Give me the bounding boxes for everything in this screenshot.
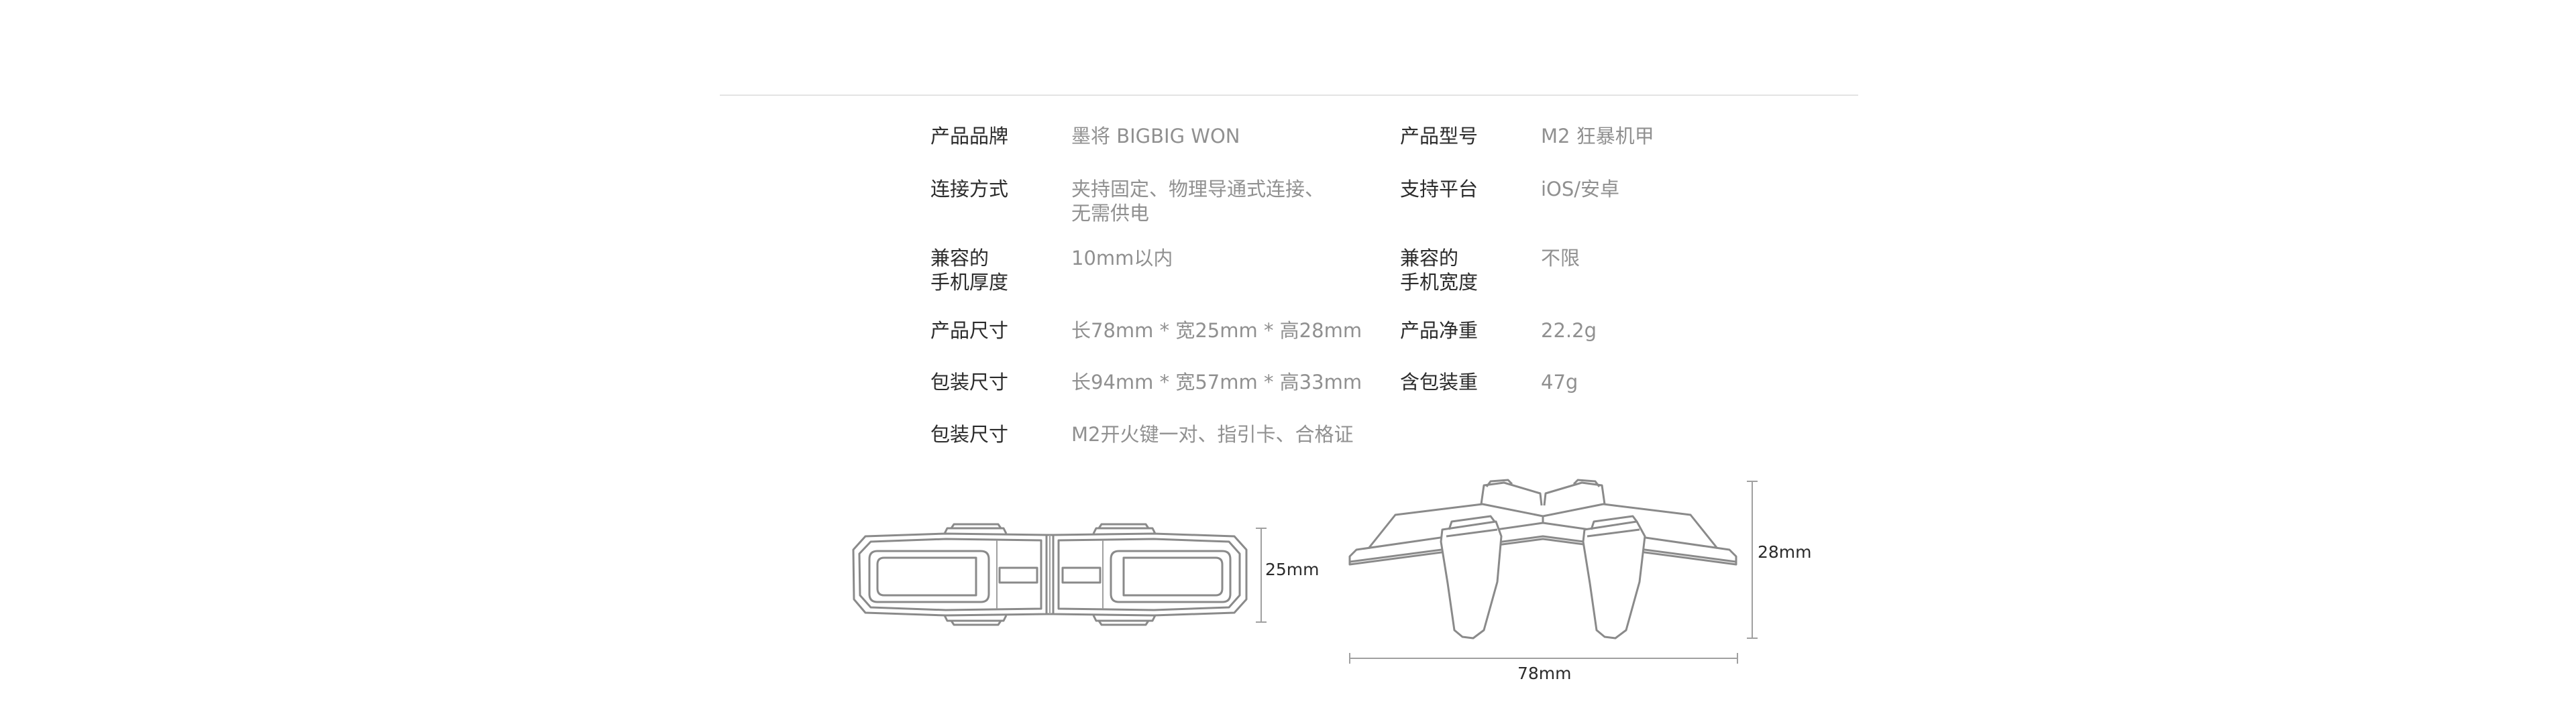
spec-label-package-contents: 包装尺寸 bbox=[930, 423, 1009, 446]
dimension-label-length: 78mm bbox=[1517, 664, 1572, 683]
spec-value-brand: 墨将 BIGBIG WON bbox=[1071, 125, 1240, 147]
spec-value-net-weight: 22.2g bbox=[1541, 319, 1597, 342]
spec-label-package-size: 包装尺寸 bbox=[930, 371, 1009, 394]
spec-label-net-weight: 产品净重 bbox=[1400, 319, 1479, 342]
spec-label-connection: 连接方式 bbox=[930, 178, 1009, 200]
spec-value-connection: 夹持固定、物理导通式连接、 无需供电 bbox=[1071, 178, 1325, 225]
dimension-line-length bbox=[1349, 653, 1738, 664]
side-view-drawing bbox=[1348, 479, 1737, 640]
spec-label-platform: 支持平台 bbox=[1400, 178, 1479, 200]
spec-value-model: M2 狂暴机甲 bbox=[1541, 125, 1654, 147]
dimension-line-height bbox=[1747, 481, 1758, 639]
dimension-label-width: 25mm bbox=[1265, 560, 1320, 579]
spec-value-product-size: 长78mm * 宽25mm * 高28mm bbox=[1071, 319, 1362, 342]
spec-value-package-size: 长94mm * 宽57mm * 高33mm bbox=[1071, 371, 1362, 394]
top-divider bbox=[720, 95, 1858, 96]
spec-label-phone-thickness: 兼容的 手机厚度 bbox=[930, 247, 1009, 294]
spec-label-product-size: 产品尺寸 bbox=[930, 319, 1009, 342]
spec-label-package-weight: 含包装重 bbox=[1400, 371, 1479, 394]
top-view-drawing bbox=[852, 523, 1248, 626]
spec-label-model: 产品型号 bbox=[1400, 125, 1479, 147]
spec-label-brand: 产品品牌 bbox=[930, 125, 1009, 147]
spec-value-package-weight: 47g bbox=[1541, 371, 1578, 394]
dimension-label-height: 28mm bbox=[1758, 542, 1812, 562]
dimension-line-width bbox=[1256, 528, 1267, 623]
spec-label-phone-width: 兼容的 手机宽度 bbox=[1400, 247, 1479, 294]
spec-value-platform: iOS/安卓 bbox=[1541, 178, 1620, 200]
spec-value-package-contents: M2开火键一对、指引卡、合格证 bbox=[1071, 423, 1354, 446]
spec-value-phone-width: 不限 bbox=[1541, 247, 1580, 269]
spec-value-phone-thickness: 10mm以内 bbox=[1071, 247, 1173, 269]
